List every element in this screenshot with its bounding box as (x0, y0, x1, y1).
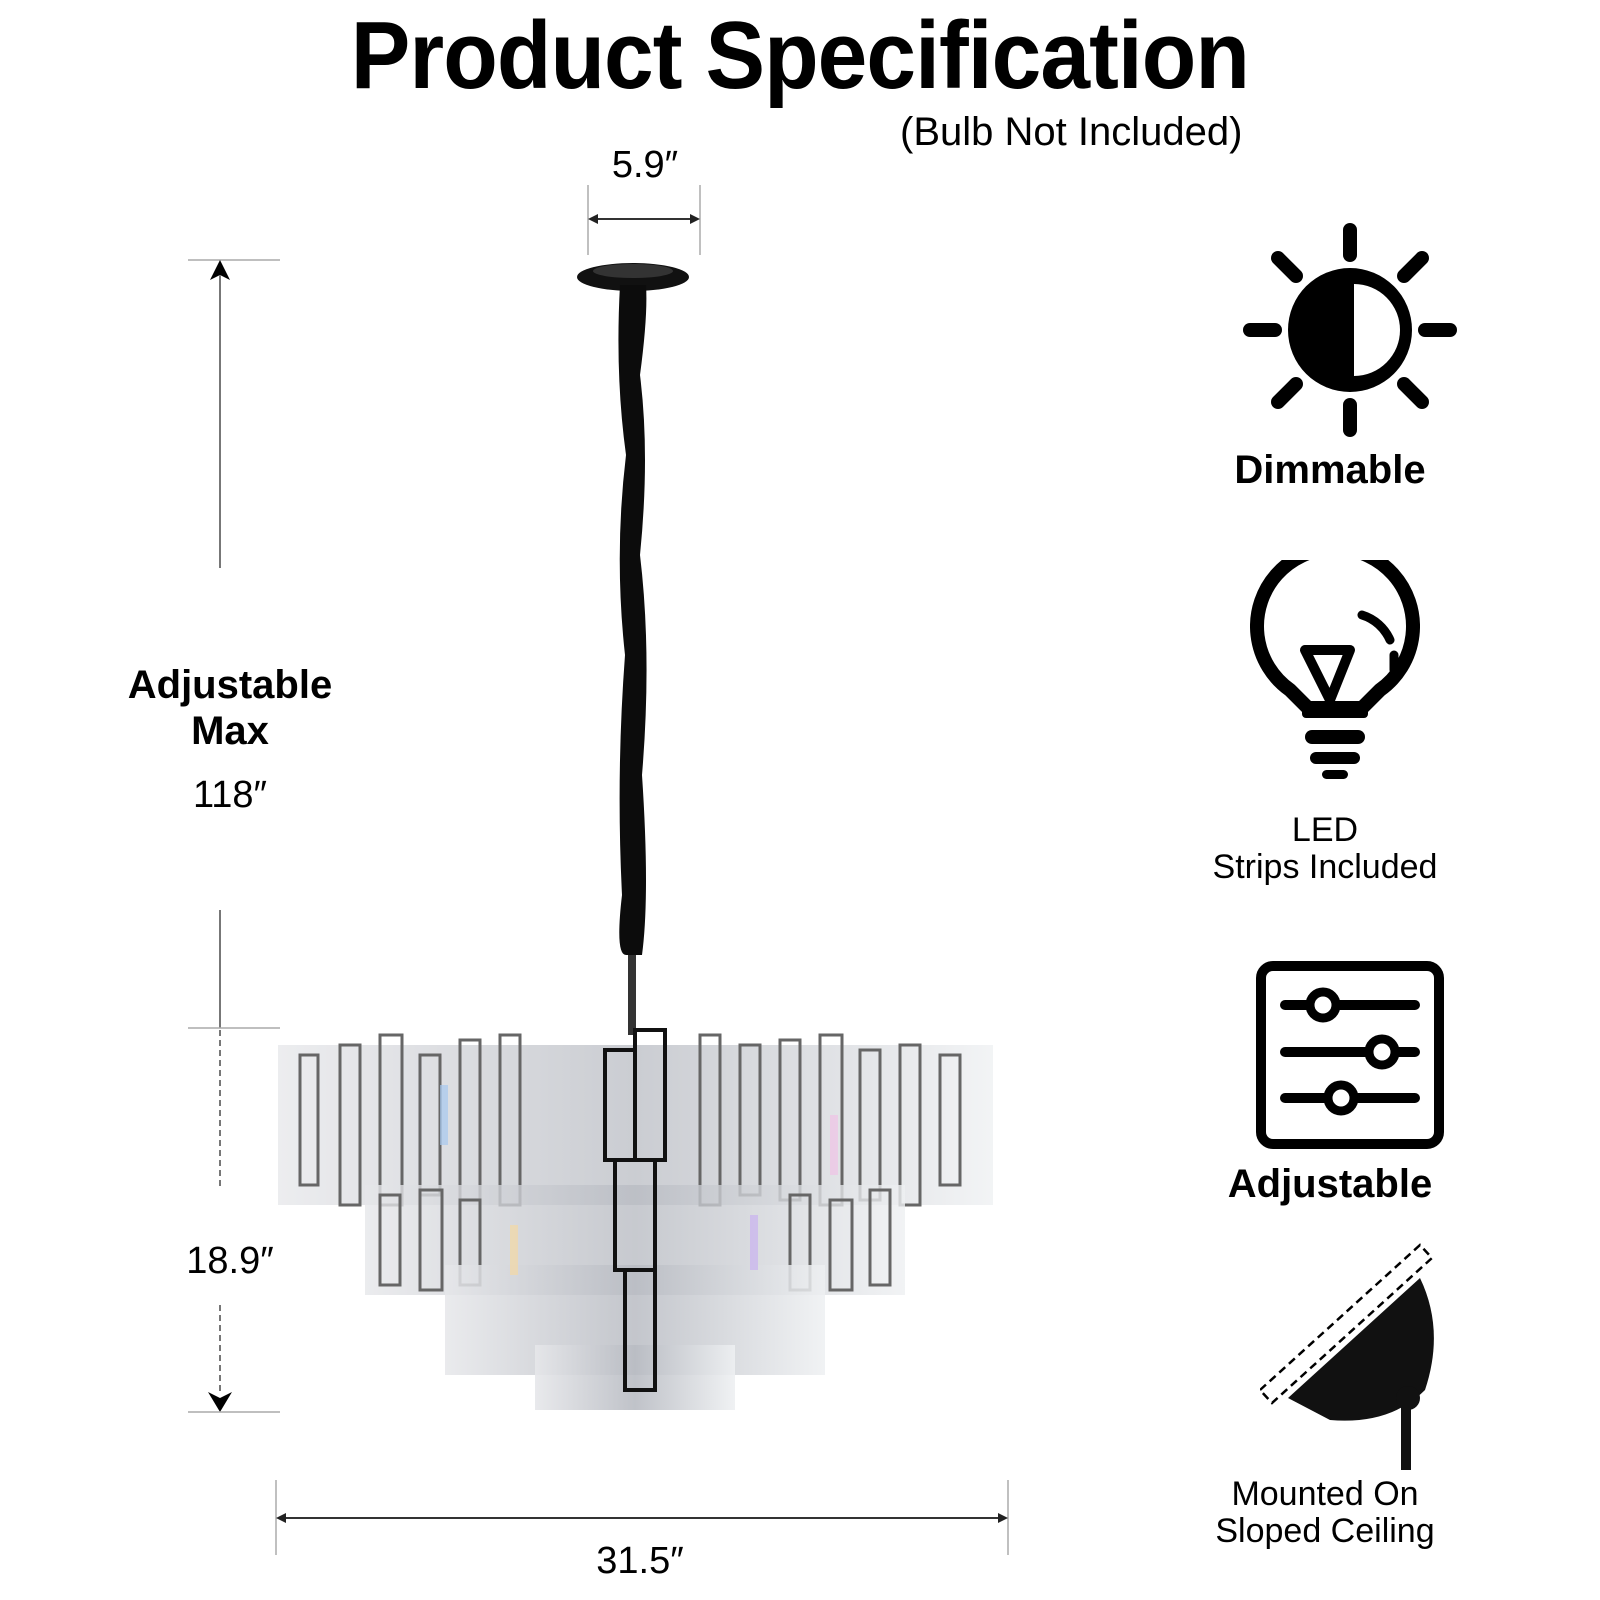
feature-label-led-line1: LED (1291, 811, 1359, 849)
fixture-width-value: 31.5″ (596, 1540, 684, 1582)
feature-label-sloped-line2: Sloped Ceiling (1215, 1512, 1435, 1551)
feature-label-dimmable: Dimmable (1234, 448, 1426, 492)
sloped-ceiling-mount-icon (1260, 1243, 1434, 1470)
feature-label-sloped: Mounted On Sloped Ceiling (1180, 1475, 1470, 1551)
adjustable-label-line1: Adjustable (127, 663, 333, 707)
height-dimension-lines (188, 259, 280, 1413)
feature-label-adjustable: Adjustable (1227, 1162, 1433, 1206)
adjustable-label-line2: Max (191, 709, 269, 753)
sliders-icon (1256, 961, 1444, 1149)
canopy-width-label: 5.9″ (611, 144, 679, 186)
fixture-height-value: 18.9″ (186, 1240, 274, 1282)
chandelier-image (278, 263, 993, 1410)
feature-label-led-line2: Strips Included (1212, 848, 1438, 887)
feature-label-led: LED Strips Included (1180, 811, 1470, 887)
feature-label-sloped-line1: Mounted On (1231, 1475, 1419, 1513)
page-title: Product Specification (350, 2, 1250, 109)
canopy-width-arrow (587, 185, 701, 255)
max-height-value: 118″ (192, 774, 268, 816)
adjustable-max-label: Adjustable Max (100, 662, 360, 754)
lightbulb-icon (1250, 560, 1420, 779)
subtitle: (Bulb Not Included) (900, 110, 1243, 154)
fixture-width-arrow (275, 1480, 1009, 1555)
sun-half-icon (1243, 223, 1457, 437)
